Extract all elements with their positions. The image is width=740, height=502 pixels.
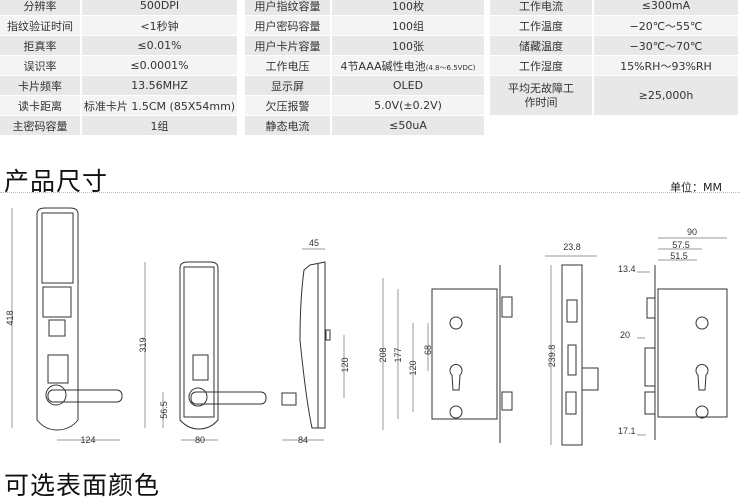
spec-label: 分辨率: [0, 0, 80, 15]
spec-value: 100张: [332, 36, 484, 55]
spec-value: ≤0.01%: [82, 36, 237, 55]
front-view-drawing: [11, 207, 123, 441]
spec-value: OLED: [332, 76, 484, 95]
spec-label: 用户密码容量: [245, 16, 330, 35]
dim-124: 124: [80, 435, 95, 445]
spec-value: 13.56MHZ: [82, 76, 237, 95]
dim-319: 319: [138, 337, 148, 352]
spec-value: 标准卡片 1.5CM (85X54mm): [82, 96, 237, 115]
spec-value: 100枚: [332, 0, 484, 15]
spec-label: 读卡距离: [0, 96, 80, 115]
spec-label: 工作湿度: [490, 56, 592, 75]
dim-120-side: 120: [340, 357, 350, 372]
spec-value: ≥25,000h: [593, 76, 738, 115]
spec-value: 15%RH～93%RH: [593, 56, 738, 75]
section-title: 产品尺寸: [4, 167, 109, 196]
dimension-drawings: 418 124 319 56.5 80 45 120 84 208 177 12…: [5, 207, 728, 446]
spec-value: 5.0V(±0.2V): [332, 96, 484, 115]
spec-label: 显示屏: [245, 76, 330, 95]
mortise-side-drawing: [637, 237, 728, 440]
spec-label: 用户卡片容量: [245, 36, 330, 55]
spec-label: 拒真率: [0, 36, 80, 55]
spec-value: −20℃～55℃: [593, 16, 738, 35]
dim-45: 45: [309, 238, 319, 248]
spec-value: 1组: [82, 116, 237, 135]
dim-84: 84: [298, 435, 308, 445]
dim-177: 177: [393, 347, 403, 362]
dim-23-8: 23.8: [563, 242, 581, 252]
dim-239-8: 239.8: [547, 345, 557, 368]
dim-13-4: 13.4: [618, 264, 636, 274]
spec-label: 卡片频率: [0, 76, 80, 95]
spec-value: <1秒钟: [82, 16, 237, 35]
spec-label: 用户指纹容量: [245, 0, 330, 15]
spec-label: 工作电流: [490, 0, 592, 15]
spec-value: 500DPI: [82, 0, 237, 15]
unit-label: 单位：MM: [670, 181, 722, 194]
spec-label: 平均无故障工作时间: [490, 76, 592, 115]
spec-table-right: 工作电流≤300mA 工作温度−20℃～55℃ 储藏温度−30℃～70℃ 工作湿…: [488, 0, 740, 116]
spec-label: 储藏温度: [490, 36, 592, 55]
dim-418: 418: [5, 310, 15, 325]
next-section-title: 可选表面颜色: [4, 471, 161, 500]
faceplate-drawing: [545, 255, 599, 446]
dim-68: 68: [423, 345, 433, 355]
mortise-drawing: [382, 265, 513, 443]
spec-label: 工作电压: [245, 56, 330, 75]
dim-120-mortise: 120: [408, 360, 418, 375]
side-view-drawing: [281, 248, 345, 441]
dim-56-5: 56.5: [159, 401, 169, 419]
spec-value-main: 4节AAA碱性电池: [340, 59, 426, 73]
spec-value: ≤50uA: [332, 116, 484, 135]
spec-value: ≤0.0001%: [82, 56, 237, 75]
spec-value-note: (4.8～6.5VDC): [425, 63, 476, 72]
dim-80: 80: [195, 435, 205, 445]
divider: [0, 192, 740, 193]
spec-label: 欠压报警: [245, 96, 330, 115]
spec-value: 100组: [332, 16, 484, 35]
spec-label: 工作温度: [490, 16, 592, 35]
dim-17-1: 17.1: [618, 426, 636, 436]
dim-57-5: 57.5: [672, 240, 690, 250]
spec-label: 主密码容量: [0, 116, 80, 135]
spec-value: 4节AAA碱性电池(4.8～6.5VDC): [332, 56, 484, 75]
dim-51-5: 51.5: [670, 251, 688, 261]
back-view-drawing: [144, 261, 267, 441]
spec-value: −30℃～70℃: [593, 36, 738, 55]
spec-label: 静态电流: [245, 116, 330, 135]
dim-90: 90: [687, 227, 697, 237]
spec-label: 指纹验证时间: [0, 16, 80, 35]
dim-208: 208: [378, 347, 388, 362]
dim-20: 20: [620, 330, 630, 340]
spec-value: ≤300mA: [593, 0, 738, 15]
spec-label: 误识率: [0, 56, 80, 75]
